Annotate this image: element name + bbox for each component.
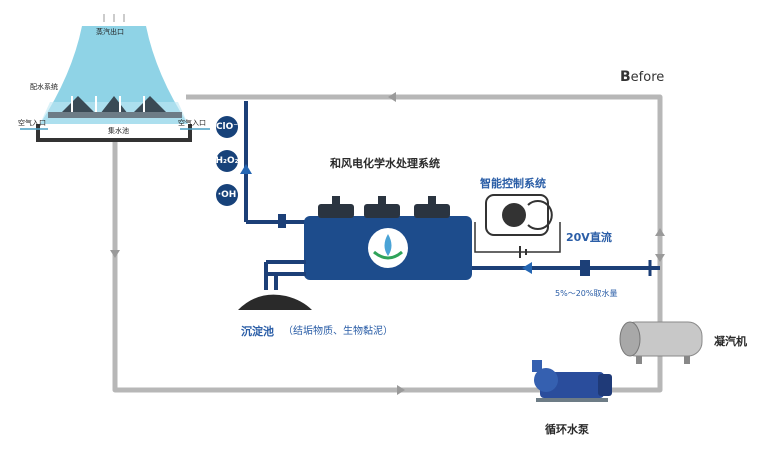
steam-outlet-label: 蒸汽出口 — [96, 28, 124, 36]
intake-label: 5%～20%取水量 — [555, 289, 618, 298]
sediment-pile — [238, 294, 312, 310]
flow-arrows — [110, 92, 665, 395]
pump-label: 循环水泵 — [545, 423, 589, 436]
circulation-loop — [112, 94, 663, 393]
chem-h2o2: H₂O₂ — [215, 150, 239, 172]
before-rest: efore — [630, 70, 665, 85]
chem-oh: ·OH — [216, 184, 238, 206]
air-inlet-left-label: 空气入口 — [18, 119, 46, 127]
sediment-label: 沉淀池 — [241, 325, 274, 338]
dosing-pipe — [244, 101, 306, 224]
system-title: 和风电化学水处理系统 — [330, 157, 440, 170]
sediment-note: （结垢物质、生物黏泥） — [283, 326, 393, 337]
air-inlet-right-label: 空气入口 — [178, 119, 206, 127]
water-distribution-label: 配水系统 — [30, 83, 58, 91]
collection-basin-label: 集水池 — [108, 127, 129, 135]
fill-media — [60, 96, 168, 114]
circulation-pump — [532, 360, 612, 402]
control-box — [474, 194, 561, 258]
power-label: 20V直流 — [566, 231, 612, 244]
before-initial: B — [620, 69, 631, 85]
treatment-tank — [304, 196, 472, 280]
dosing-arrow — [240, 164, 252, 174]
cooling-tower — [20, 14, 210, 142]
control-system-label: 智能控制系统 — [480, 177, 546, 190]
before-label: Before — [620, 70, 664, 84]
intake-pipe — [472, 260, 660, 276]
condenser — [619, 321, 703, 364]
sediment-pipes — [264, 260, 306, 290]
chem-clo: ClO⁻ — [216, 116, 238, 138]
condenser-label: 凝汽机 — [714, 335, 747, 348]
